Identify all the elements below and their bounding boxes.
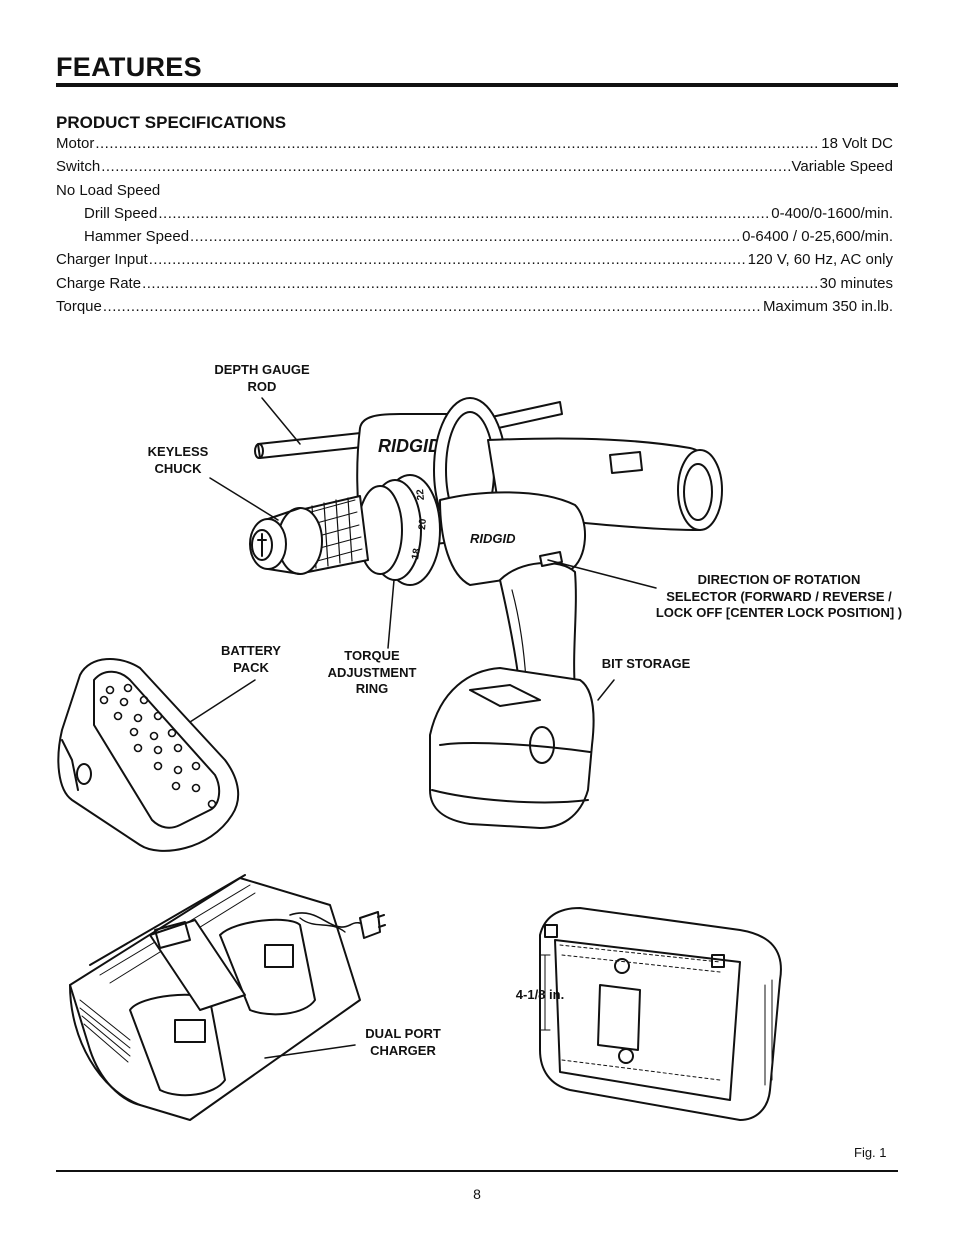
battery-contacts	[99, 683, 217, 809]
figure-label: Fig. 1	[854, 1145, 887, 1160]
spec-row-switch: Switch Variable Speed	[56, 155, 893, 178]
torque-number: 18	[410, 547, 423, 560]
spec-label: Drill Speed	[84, 204, 158, 222]
spec-value: 18 Volt DC	[821, 135, 893, 152]
drill-battery	[429, 667, 595, 829]
callout-battery-pack: BATTERY PACK	[221, 643, 281, 675]
leader-lines	[189, 397, 657, 1059]
callout-direction-selector: DIRECTION OF ROTATION SELECTOR (FORWARD …	[655, 572, 903, 620]
spec-label: Charger Input	[56, 251, 148, 269]
keyless-chuck	[249, 495, 369, 575]
spec-row-drill-speed: Drill Speed 0-400/0-1600/min.	[56, 202, 893, 225]
drill-illustration: RIDGID RIDGID 18 20 22	[249, 397, 723, 829]
spec-value: Variable Speed	[791, 158, 893, 176]
spec-value: Maximum 350 in.lb.	[762, 298, 893, 316]
spec-label: Switch	[56, 158, 101, 176]
charger-illustration	[69, 874, 386, 1121]
spec-row-torque: Torque Maximum 350 in.lb.	[56, 295, 893, 318]
torque-number: 20	[417, 518, 429, 530]
spec-value: 120 V, 60 Hz, AC only	[747, 251, 893, 269]
spec-label: Motor	[56, 135, 95, 152]
page-title: FEATURES	[56, 52, 202, 82]
callout-bit-storage: BIT STORAGE	[601, 656, 691, 671]
spec-row-motor: Motor 18 Volt DC	[56, 132, 893, 155]
torque-ring	[357, 474, 441, 586]
spec-label: No Load Speed	[56, 181, 161, 199]
charger-back-illustration	[539, 907, 782, 1121]
title-divider	[56, 83, 898, 87]
spec-row-charger-input: Charger Input 120 V, 60 Hz, AC only	[56, 248, 893, 271]
ridgid-logo: RIDGID	[378, 436, 441, 456]
mount-dimension-label: 4-1/8 in.	[515, 987, 565, 1002]
spec-label: Charge Rate	[56, 274, 142, 292]
spec-value: 30 minutes	[819, 274, 893, 292]
spec-label: Hammer Speed	[84, 228, 190, 246]
battery-pack-illustration	[57, 657, 240, 852]
spec-list: Motor 18 Volt DC Switch Variable Speed No …	[56, 132, 893, 318]
callout-depth-gauge-rod: DEPTH GAUGE ROD	[214, 362, 310, 394]
spec-row-hammer-speed: Hammer Speed 0-6400 / 0-25,600/min.	[56, 225, 893, 248]
spec-heading: PRODUCT SPECIFICATIONS	[56, 113, 287, 132]
spec-row-charge-rate: Charge Rate 30 minutes	[56, 272, 893, 295]
spec-label: Torque	[56, 298, 102, 316]
footer-divider	[56, 1170, 898, 1172]
spec-value: 0-6400 / 0-25,600/min.	[742, 228, 893, 246]
callout-dual-port-charger: DUAL PORT CHARGER	[365, 1026, 441, 1058]
spec-row-no-load-speed: No Load Speed	[56, 179, 893, 202]
page-number: 8	[473, 1186, 481, 1202]
spec-value: 0-400/0-1600/min.	[771, 204, 893, 222]
callout-torque-ring: TORQUE ADJUSTMENT RING	[327, 648, 417, 696]
ridgid-logo-small: RIDGID	[470, 531, 516, 546]
torque-number: 22	[415, 488, 427, 500]
callout-keyless-chuck: KEYLESS CHUCK	[147, 444, 209, 476]
